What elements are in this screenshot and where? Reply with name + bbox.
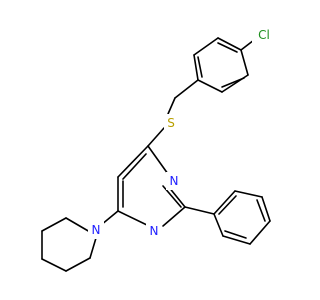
bond bbox=[261, 196, 271, 222]
bond bbox=[221, 77, 245, 88]
bond bbox=[234, 190, 263, 198]
bond bbox=[213, 190, 236, 215]
bond bbox=[174, 79, 199, 99]
bond bbox=[147, 127, 165, 147]
bond bbox=[122, 153, 147, 180]
bond bbox=[184, 206, 215, 215]
atom-label-layer: Cl S N N N bbox=[88, 25, 274, 240]
bond bbox=[197, 79, 223, 93]
bond bbox=[65, 257, 91, 272]
pyrimidine-nitrogen-label: N bbox=[150, 224, 159, 238]
pyrimidine-nitrogen-label: N bbox=[170, 174, 179, 188]
bond bbox=[41, 258, 67, 272]
bond bbox=[197, 56, 203, 78]
sulfur-label: S bbox=[167, 116, 175, 130]
molecule-diagram: Cl S N N N bbox=[41, 25, 274, 272]
bond bbox=[217, 42, 238, 53]
bond bbox=[224, 230, 247, 239]
bond bbox=[117, 210, 150, 227]
bond bbox=[65, 217, 91, 233]
bond bbox=[41, 217, 67, 232]
bond bbox=[193, 54, 199, 81]
bond bbox=[217, 37, 242, 51]
bond bbox=[213, 213, 224, 237]
chlorine-label: Cl bbox=[258, 28, 270, 42]
bond bbox=[193, 37, 219, 56]
bond bbox=[249, 220, 271, 245]
bond bbox=[162, 206, 186, 227]
bond bbox=[167, 97, 176, 115]
piperidine-nitrogen-label: N bbox=[92, 223, 101, 237]
bond-layer bbox=[41, 36, 271, 272]
bond bbox=[222, 235, 251, 245]
bond bbox=[240, 49, 249, 76]
bond bbox=[218, 195, 237, 215]
bond bbox=[117, 145, 149, 178]
bond bbox=[147, 145, 169, 175]
bond bbox=[256, 199, 266, 222]
bond bbox=[89, 237, 97, 259]
